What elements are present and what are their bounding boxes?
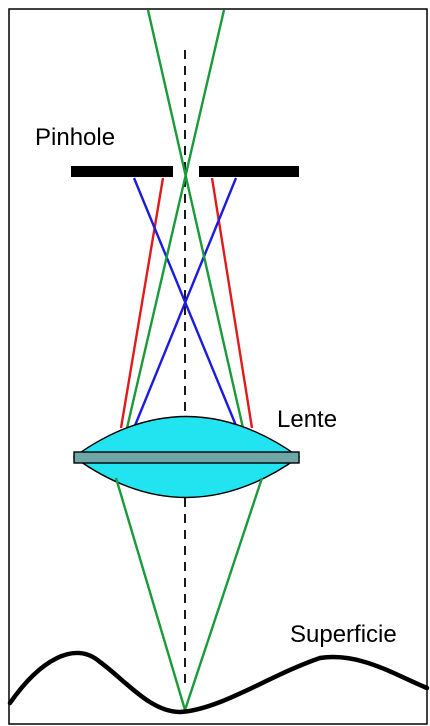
pinhole: [71, 166, 299, 177]
blue-ray: [132, 177, 238, 429]
lens: [72, 415, 301, 499]
surface-curve: [7, 650, 430, 715]
green-ray: [146, 9, 245, 429]
pinhole-label: Pinhole: [35, 124, 115, 151]
green-rays-lower: [114, 477, 264, 711]
green-ray: [183, 477, 264, 711]
surface-label: Superficie: [290, 621, 397, 648]
blue-rays: [132, 177, 239, 429]
green-ray: [114, 477, 187, 711]
pinhole-plate-left: [71, 166, 173, 177]
lens-band: [73, 451, 300, 464]
diagram-frame: [8, 8, 428, 725]
red-ray: [119, 177, 165, 429]
green-ray: [125, 9, 226, 429]
green-rays-upper: [125, 9, 245, 429]
pinhole-plate-right: [199, 166, 299, 177]
lens-label: Lente: [277, 406, 337, 433]
